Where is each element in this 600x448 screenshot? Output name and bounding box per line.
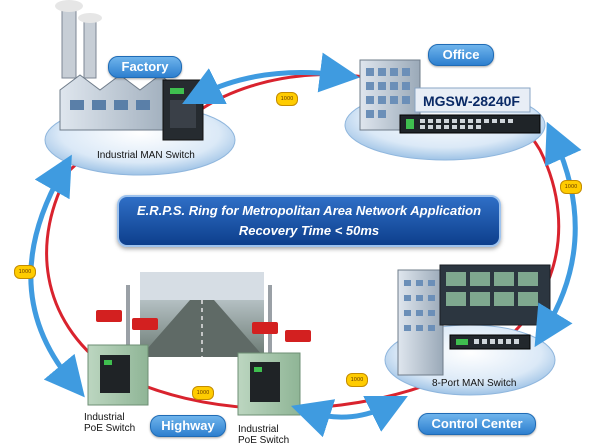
caption-poe-right-line1: Industrial	[238, 424, 279, 435]
caption-8-port-man-switch: 8-Port MAN Switch	[432, 378, 517, 389]
arrow-control-highway	[290, 396, 408, 438]
poe-cabinet-right	[237, 352, 301, 416]
arrow-office-control	[534, 121, 582, 348]
arrow-highway-factory	[28, 154, 85, 398]
link-badge-top: 1000	[276, 92, 298, 106]
banner-title: E.R.P.S. Ring for Metropolitan Area Netw…	[136, 203, 482, 218]
site-label-highway: Highway	[150, 415, 226, 437]
site-label-control-center: Control Center	[418, 413, 536, 435]
link-badge-bottom-right: 1000	[346, 373, 368, 387]
banner-recovery-time: Recovery Time < 50ms	[238, 223, 380, 238]
office-building	[359, 59, 541, 134]
caption-poe-switch-right: Industrial PoE Switch	[238, 424, 289, 446]
caption-poe-left-line2: PoE Switch	[84, 423, 136, 434]
erps-banner: E.R.P.S. Ring for Metropolitan Area Netw…	[117, 195, 501, 247]
caption-poe-right-line2: PoE Switch	[238, 435, 290, 446]
caption-poe-switch-left: Industrial PoE Switch	[84, 412, 135, 434]
link-badge-left: 1000	[14, 265, 36, 279]
link-badge-right: 1000	[560, 180, 582, 194]
site-label-factory: Factory	[108, 56, 182, 78]
site-label-office: Office	[428, 44, 494, 66]
poe-cabinet-left	[87, 344, 149, 406]
highway-photo	[140, 272, 264, 357]
model-label: MGSW-28240F	[423, 93, 520, 109]
control-center-building	[397, 264, 551, 376]
arrow-factory-office	[182, 52, 360, 104]
caption-poe-left-line1: Industrial	[84, 412, 125, 423]
caption-industrial-man-switch: Industrial MAN Switch	[97, 150, 195, 161]
link-badge-bottom-mid: 1000	[192, 386, 214, 400]
